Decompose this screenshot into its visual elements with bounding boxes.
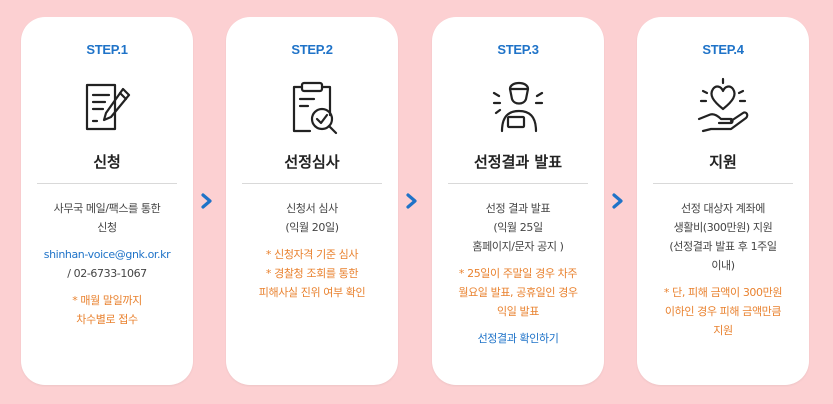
note-line: 월요일 발표, 공휴일인 경우: [458, 286, 578, 299]
step-title: 신청: [93, 153, 121, 171]
step-card-3: STEP.3 선정결과 발표 선정 결과 발표 (익월 25일 홈페이지/문자 …: [432, 17, 604, 385]
desc-line: 홈페이지/문자 공지 ): [472, 240, 564, 253]
desc-line: 신청: [97, 221, 117, 234]
step-description: 선정 대상자 계좌에 생활비(300만원) 지원 (선정결과 발표 후 1주일 …: [643, 199, 803, 340]
note-line: 피해사실 진위 여부 확인: [258, 286, 366, 299]
step-label: STEP.3: [497, 42, 539, 57]
chevron-right-icon: [612, 193, 623, 209]
desc-line: 사무국 메일/팩스를 통한: [53, 202, 161, 215]
clipboard-magnifier-icon: [292, 81, 338, 135]
person-announcement-icon: [492, 81, 544, 133]
hand-heart-icon: [697, 77, 749, 133]
document-pen-icon: [85, 83, 131, 131]
note-line: 차수별로 접수: [76, 313, 138, 326]
note-line: * 25일이 주말일 경우 차주: [458, 267, 578, 280]
step-card-2: STEP.2 선정심사 신청서 심사 (익월 20일) * 신청자격 기준 심사…: [226, 17, 398, 385]
step-description: 사무국 메일/팩스를 통한 신청 shinhan-voice@gnk.or.kr…: [27, 199, 187, 329]
email-text[interactable]: shinhan-voice@gnk.or.kr: [43, 248, 171, 261]
desc-line: 이내): [711, 259, 735, 272]
step-label: STEP.4: [702, 42, 744, 57]
note-line: 이하인 경우 피해 금액만큼: [664, 305, 782, 318]
step-label: STEP.2: [291, 42, 333, 57]
desc-line: (익월 25일: [493, 221, 543, 234]
phone-text: / 02-6733-1067: [67, 267, 147, 280]
note-line: 지원: [713, 324, 733, 337]
view-results-link[interactable]: 선정결과 확인하기: [477, 332, 559, 345]
step-title: 지원: [709, 153, 737, 171]
divider: [37, 183, 177, 184]
divider: [653, 183, 793, 184]
desc-line: (익월 20일): [285, 221, 339, 234]
note-line: * 단, 피해 금액이 300만원: [663, 286, 783, 299]
step-label: STEP.1: [86, 42, 128, 57]
note-line: 익일 발표: [497, 305, 539, 318]
step-card-4: STEP.4 지원 선정 대상자 계좌에 생활비(300만원) 지원 (선정결과…: [637, 17, 809, 385]
chevron-right-icon: [406, 193, 417, 209]
desc-line: 신청서 심사: [286, 202, 338, 215]
chevron-right-icon: [201, 193, 212, 209]
step-description: 선정 결과 발표 (익월 25일 홈페이지/문자 공지 ) * 25일이 주말일…: [438, 199, 598, 348]
step-title: 선정심사: [284, 153, 340, 171]
desc-line: (선정결과 발표 후 1주일: [669, 240, 777, 253]
step-title: 선정결과 발표: [473, 153, 563, 171]
note-line: * 경찰청 조회를 통한: [265, 267, 359, 280]
step-card-1: STEP.1 신청 사무국 메일/팩스를 통한 신청 shinhan-voice…: [21, 17, 193, 385]
desc-line: 선정 대상자 계좌에: [681, 202, 765, 215]
divider: [242, 183, 382, 184]
desc-line: 선정 결과 발표: [485, 202, 551, 215]
note-line: * 신청자격 기준 심사: [265, 248, 359, 261]
step-description: 신청서 심사 (익월 20일) * 신청자격 기준 심사 * 경찰청 조회를 통…: [232, 199, 392, 302]
divider: [448, 183, 588, 184]
note-line: * 매월 말일까지: [72, 294, 142, 307]
desc-line: 생활비(300만원) 지원: [673, 221, 773, 234]
